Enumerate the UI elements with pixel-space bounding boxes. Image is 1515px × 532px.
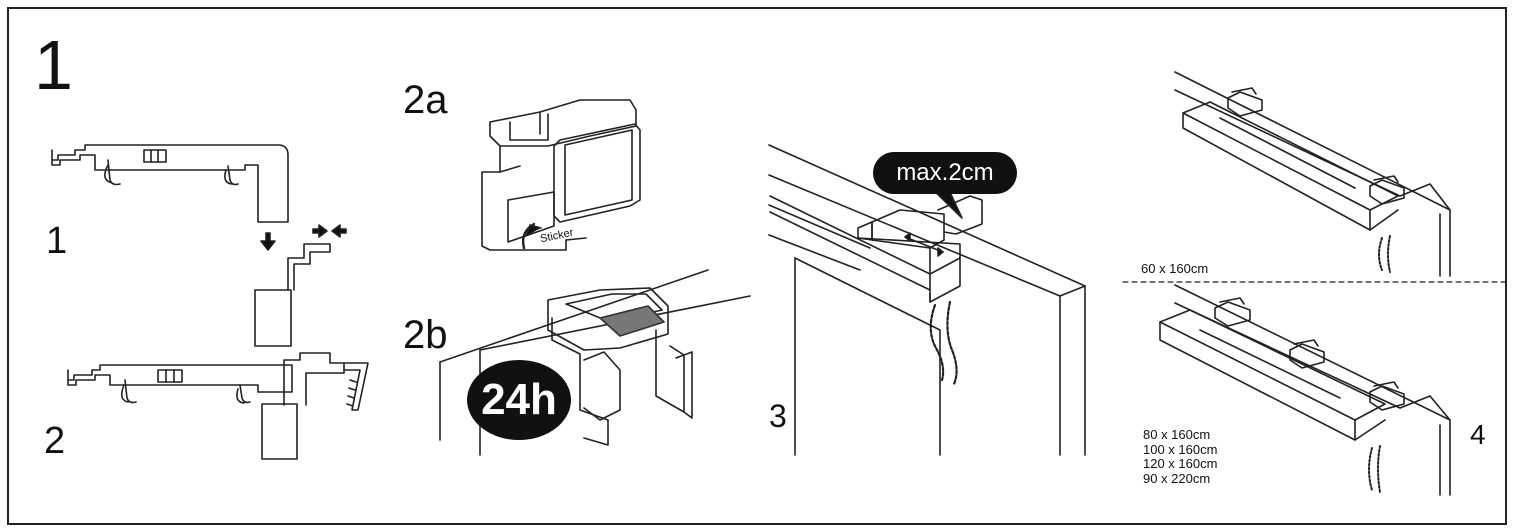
size-label: 90 x 220cm bbox=[1143, 470, 1211, 486]
step-1-title: 1 bbox=[34, 26, 73, 104]
size-label: 120 x 160cm bbox=[1143, 456, 1218, 471]
clip-sticker-drawing bbox=[482, 100, 640, 250]
step-3-label: 3 bbox=[769, 398, 787, 434]
clip-mounted-drawing bbox=[440, 270, 750, 455]
size-label: 80 x 160cm bbox=[1143, 427, 1211, 442]
step-2b-label: 2b bbox=[403, 313, 448, 357]
bracket-step1-drawing bbox=[52, 145, 346, 346]
rail-two-clips-drawing bbox=[1175, 72, 1450, 276]
bracket-step2-drawing bbox=[68, 353, 368, 459]
max-gap-badge: max.2cm bbox=[873, 152, 1017, 194]
size-list-bottom: 80 x 160cm 100 x 160cm 120 x 160cm 90 x … bbox=[1143, 427, 1218, 486]
wait-24h-badge: 24h bbox=[467, 360, 571, 440]
substep-1-label: 1 bbox=[46, 220, 68, 262]
size-label: 100 x 160cm bbox=[1143, 441, 1218, 457]
rail-three-clips-drawing bbox=[1160, 285, 1450, 495]
substep-2-label: 2 bbox=[44, 420, 66, 462]
step-2a-label: 2a bbox=[403, 78, 448, 122]
step-4-label: 4 bbox=[1470, 419, 1486, 450]
size-label-top: 60 x 160cm bbox=[1141, 261, 1209, 276]
instruction-frame bbox=[7, 7, 1507, 525]
